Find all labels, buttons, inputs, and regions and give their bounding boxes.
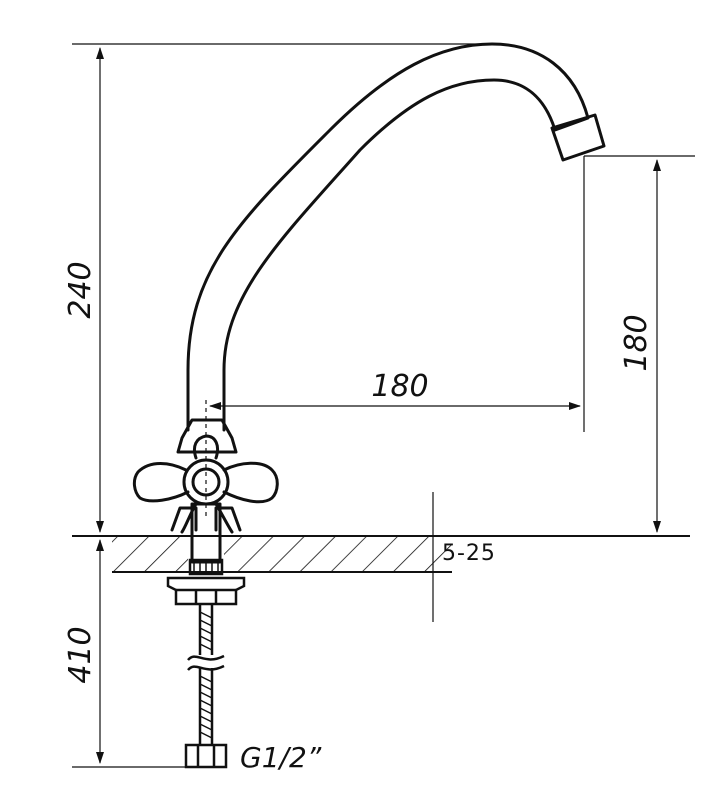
- break-symbol: [187, 654, 225, 671]
- label-hose-length: 410: [63, 626, 98, 683]
- handle-cap: [191, 467, 221, 497]
- thread-band: [188, 558, 224, 576]
- dimension-lines: [72, 43, 695, 768]
- countertop: [72, 535, 690, 573]
- spout-tube: [186, 42, 590, 432]
- upper-collar: [176, 418, 238, 454]
- label-countertop-thickness: 5-25: [442, 541, 496, 566]
- faucet: [132, 42, 606, 564]
- countertop-hatch: [112, 536, 452, 572]
- flexible-hose: [198, 604, 214, 745]
- hose-braid: [199, 611, 213, 739]
- label-spout-reach: 180: [371, 369, 428, 404]
- lower-body: [170, 506, 242, 532]
- label-total-height: 240: [63, 261, 98, 318]
- spout-aerator: [550, 113, 606, 162]
- hose-connector: [184, 743, 228, 769]
- label-spout-height: 180: [619, 314, 654, 371]
- under-counter-fittings: [166, 558, 246, 769]
- mounting-nut: [166, 576, 246, 606]
- label-thread-size: G1/2”: [240, 741, 322, 774]
